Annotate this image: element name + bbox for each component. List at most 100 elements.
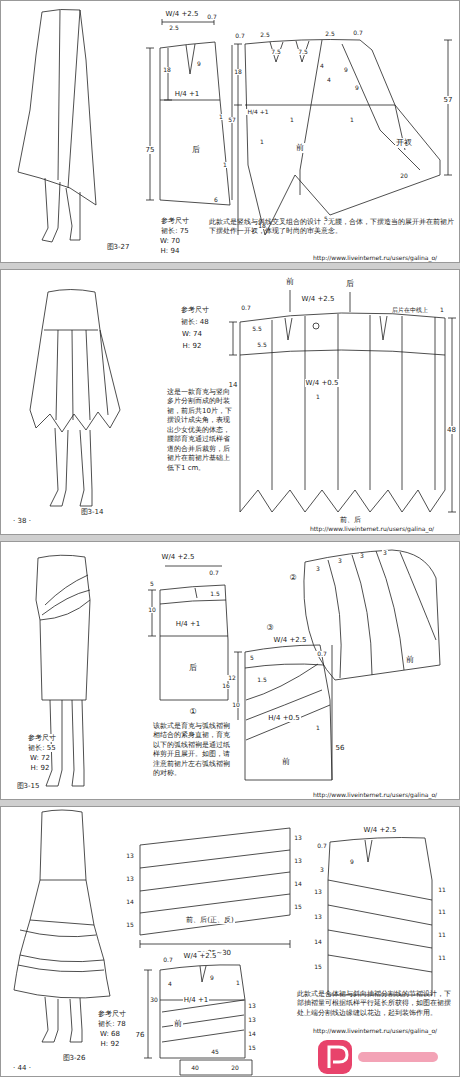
dimension-label: 前 [295, 143, 305, 152]
dimension-label: 15 [313, 964, 323, 971]
note-text: 该款式是育克与弧线褶裥相结合的紧身直裙，育克以下的弧线褶裥是通过纸样剪开且展开。… [152, 722, 234, 779]
dimension-label: W: 72 [29, 754, 51, 762]
dimension-label: 7.5 [270, 49, 282, 56]
dimension-label: 参考尺寸 [27, 734, 57, 742]
dimension-label: 16 [221, 683, 231, 690]
dimension-label: 40 [190, 1065, 200, 1072]
dimension-label: 76 [135, 1031, 146, 1039]
dimension-label: 13 [125, 853, 135, 860]
url-watermark: http://www.liveinternet.ru/users/galina_… [312, 792, 438, 799]
dimension-label: 15 [293, 904, 303, 911]
dimension-label: 18 [162, 67, 172, 74]
dimension-label: 14 [247, 1031, 257, 1038]
url-watermark: http://www.liveinternet.ru/users/galina_… [312, 1028, 438, 1035]
note-text: 这是一款育克与竖向多片分割而成的时装裙，前后共10片，下摆设计成尖角，表现出少女… [166, 388, 236, 473]
dimension-label: H/4 +1 [174, 90, 201, 98]
watermark-logo [318, 1040, 438, 1074]
dimension-label: 11 [437, 932, 447, 939]
dimension-label: 后 [345, 279, 355, 288]
dimension-label: H/4 +1 [183, 996, 210, 1004]
dimension-label: 图3-26 [62, 1054, 87, 1062]
dimension-label: H: 92 [30, 764, 51, 772]
dimension-label: 15 [125, 922, 135, 929]
dimension-label: W/4 +2.5 [301, 295, 336, 303]
dimension-label: 图3-14 [80, 508, 105, 516]
dimension-label: 1.5 [256, 677, 268, 684]
dimension-label: 前 [285, 277, 295, 286]
dimension-label: 5.5 [256, 342, 268, 349]
dimension-label: 3 [382, 550, 388, 557]
dimension-label: 1 [349, 117, 355, 124]
dimension-label: 前、后(正、反) [185, 916, 234, 924]
dimension-label: 1 [315, 394, 321, 401]
dimension-label: 10 [231, 702, 241, 709]
dimension-label: 后 [188, 663, 198, 672]
dimension-label: ② [288, 573, 297, 582]
dimension-label: 20 [399, 173, 409, 180]
dimension-label: 前 [173, 1019, 183, 1028]
dimension-label: 9 [209, 975, 215, 982]
dimension-label: 后片在中线上 [391, 307, 429, 314]
dimension-label: H/4 +1 [246, 109, 269, 116]
dimension-label: 10 [147, 607, 157, 614]
dimension-label: 0.7 [316, 843, 328, 850]
dimension-label: 后 [191, 145, 201, 154]
dimension-label: · 44 · [12, 1064, 32, 1072]
dimension-label: 14 [293, 881, 303, 888]
dimension-label: 5 [149, 581, 155, 588]
dimension-label: 裙长: 78 [97, 1020, 127, 1028]
dimension-label: 13 [293, 835, 303, 842]
dimension-label: H: 94 [160, 247, 181, 255]
dimension-label: H: 92 [182, 342, 203, 350]
dimension-label: 0.7 [240, 305, 252, 312]
dimension-label: 30 [149, 997, 159, 1004]
dimension-label: 1 [289, 117, 295, 124]
note-text: 此款式是合体裙与斜向抽褶分割线的节褶设计，下部抽褶量可根据纸样平行延长所获得，如… [296, 990, 456, 1018]
dimension-label: W: 74 [181, 330, 203, 338]
dimension-label: 1 [439, 307, 445, 314]
dimension-label: 参考尺寸 [97, 1010, 127, 1018]
dimension-label: 4 [167, 981, 173, 988]
dimension-label: 56 [335, 744, 346, 752]
dimension-label: 3 [359, 553, 365, 560]
dimension-label: 7.5 [297, 49, 309, 56]
dimension-label: W: 68 [99, 1030, 121, 1038]
dimension-label: 0.7 [316, 651, 328, 658]
dimension-label: 13 [313, 914, 323, 921]
dimension-label: 参考尺寸 [180, 306, 210, 314]
dimension-label: H/4 +1 [175, 620, 202, 628]
dimension-label: 裙长: 75 [160, 227, 190, 235]
dimension-label: 1 [315, 725, 321, 732]
dimension-label: W/4 +2.5 [363, 826, 398, 834]
dimension-label: 1 [218, 114, 224, 121]
dimension-label: 参考尺寸 [160, 217, 190, 225]
dimension-label: 0.7 [208, 570, 220, 577]
dimension-label: 15 [247, 1045, 257, 1052]
dimension-label: 0.7 [206, 14, 218, 21]
dimension-label: W/4 +0.5 [305, 379, 340, 387]
dimension-label: 9 [196, 61, 202, 68]
dimension-label: W/4 +2.5 [161, 553, 196, 561]
dimension-label: W/4 +2.5 [165, 10, 200, 18]
note-text: 此款式是竖线与斜线交叉组合的设计，无腰，合体，下摆造当的展开并在前裙片下摆处作一… [208, 218, 457, 237]
dimension-label: 3 [319, 867, 325, 874]
dimension-label: 45 [210, 1049, 220, 1056]
dimension-label: 11 [437, 955, 447, 962]
dimension-label: 3 [337, 558, 343, 565]
dimension-label: W/4 +2.5 [183, 952, 218, 960]
dimension-label: 图3-15 [16, 782, 41, 790]
dimension-label: ③ [265, 623, 274, 632]
dimension-label: 0.7 [234, 33, 246, 40]
dimension-label: 裙长: 48 [180, 318, 210, 326]
dimension-label: 4 [319, 63, 325, 70]
dimension-label: 13 [313, 889, 323, 896]
dimension-label: H: 92 [100, 1040, 121, 1048]
dimension-label: 前、后 [339, 516, 362, 524]
dimension-label: 57 [443, 96, 454, 104]
dimension-label: H/4 +0.5 [267, 714, 300, 722]
dimension-label: 5.5 [251, 326, 263, 333]
dimension-label: 前 [405, 655, 415, 664]
dimension-label: 1 [259, 139, 265, 146]
dimension-label: 12 [227, 675, 237, 682]
